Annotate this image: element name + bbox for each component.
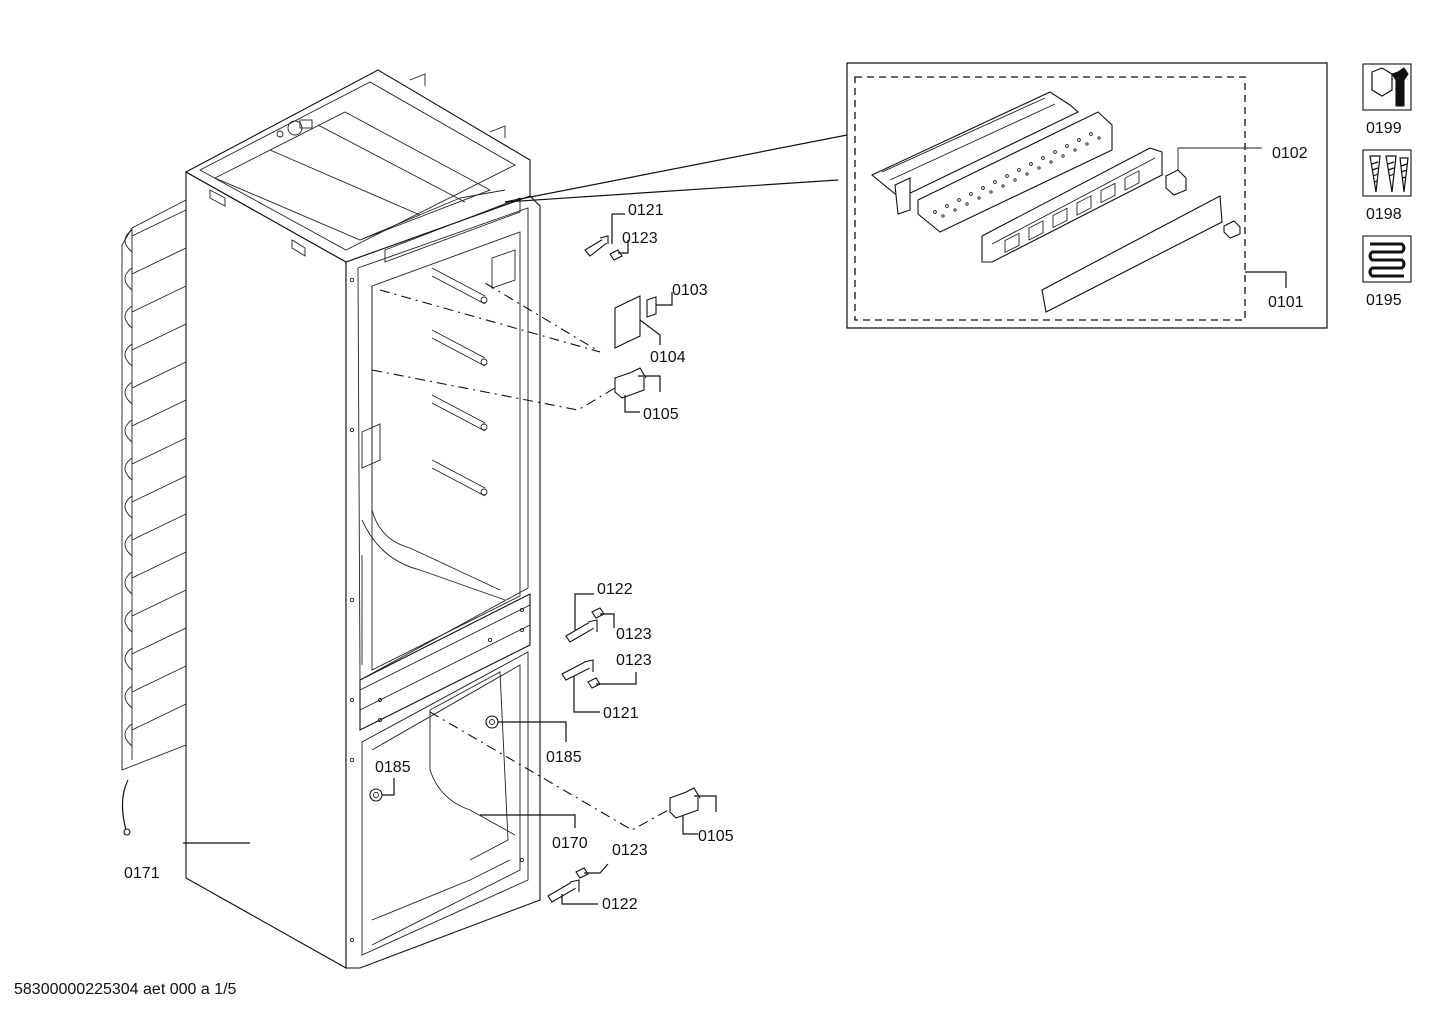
label-0101: 0101 <box>1268 294 1304 311</box>
electronics-inset: 0102 0101 <box>504 62 1328 329</box>
label-0123-mid1: 0123 <box>616 626 652 643</box>
label-0123-top: 0123 <box>622 230 658 247</box>
adjustable-foot-right: 0185 <box>485 715 582 766</box>
label-0199: 0199 <box>1366 120 1402 137</box>
fridge-cabinet <box>184 69 541 969</box>
label-0185-left: 0185 <box>375 759 411 776</box>
label-0171: 0171 <box>124 865 160 882</box>
condenser-coil <box>121 199 187 836</box>
label-0195: 0195 <box>1366 292 1402 309</box>
label-0170: 0170 <box>552 835 588 852</box>
wrench-nut-icon <box>1362 63 1412 111</box>
label-0121-mid: 0121 <box>603 705 639 722</box>
label-0105-bottom: 0105 <box>698 828 734 845</box>
door-hinge-part-bottom: 0105 <box>669 787 734 845</box>
label-0122-mid: 0122 <box>597 581 633 598</box>
cover-plate: 0103 0104 <box>614 282 708 366</box>
hinge-bracket-mid-upper: 0122 0123 <box>565 581 652 643</box>
callout-0171: 0171 <box>124 842 250 882</box>
coil-icon <box>1362 235 1412 283</box>
label-0102: 0102 <box>1272 145 1308 162</box>
label-0104: 0104 <box>650 349 686 366</box>
hinge-bracket-top: 0121 0123 <box>584 202 664 261</box>
adjustable-foot-left: 0185 <box>369 759 411 802</box>
icon-0198-group: 0198 <box>1362 149 1412 223</box>
label-0198: 0198 <box>1366 206 1402 223</box>
callout-0170: 0170 <box>480 814 588 852</box>
screws-icon <box>1362 149 1412 197</box>
hinge-bracket-mid-lower: 0123 0121 <box>561 652 652 722</box>
label-0103: 0103 <box>672 282 708 299</box>
document-code: 58300000225304 aet 000 a 1/5 <box>14 981 237 998</box>
icon-0195-group: 0195 <box>1362 235 1412 309</box>
label-0123-bottom: 0123 <box>612 842 648 859</box>
door-hinge-part-top: 0105 <box>614 367 679 423</box>
label-0123-mid2: 0123 <box>616 652 652 669</box>
hinge-bracket-bottom: 0123 0122 <box>547 842 648 913</box>
label-0185-right: 0185 <box>546 749 582 766</box>
icon-0199-group: 0199 <box>1362 63 1412 137</box>
label-0121-top: 0121 <box>628 202 664 219</box>
label-0105-top: 0105 <box>643 406 679 423</box>
label-0122-bottom: 0122 <box>602 896 638 913</box>
